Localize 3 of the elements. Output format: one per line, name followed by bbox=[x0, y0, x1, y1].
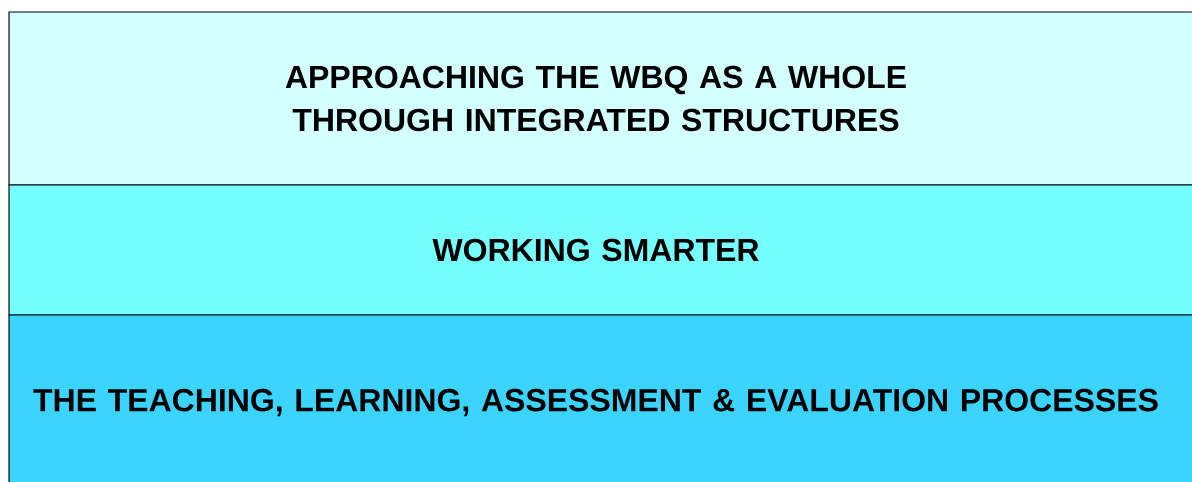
band-box: WORKING SMARTER bbox=[8, 184, 1192, 316]
band-box: APPROACHING THE WBQ AS A WHOLE THROUGH INTEGRATED STRUCTURES bbox=[8, 11, 1192, 186]
band-box: THE TEACHING, LEARNING, ASSESSMENT & EVALUATION PROCESSES bbox=[8, 314, 1192, 482]
